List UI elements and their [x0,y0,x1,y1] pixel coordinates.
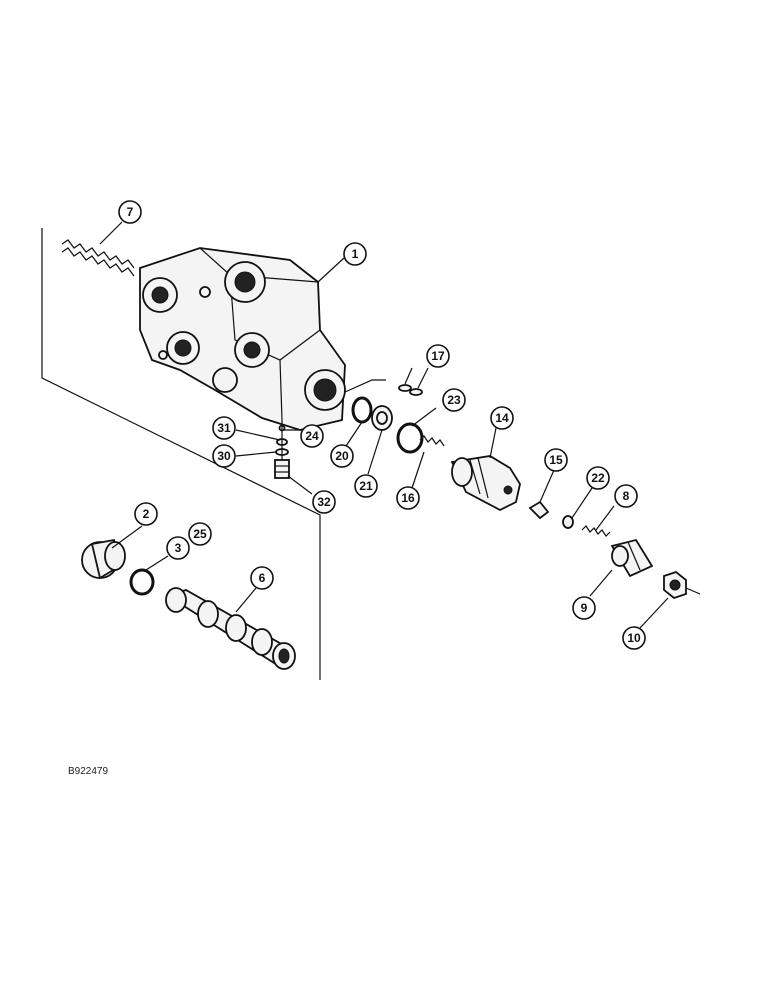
callout-bubble [442,388,466,412]
callout-9: 9 [572,596,596,620]
callout-bubble [490,406,514,430]
locknut-part-10 [663,570,701,600]
drawing-id-label: B922479 [68,766,109,777]
callout-label: 2 [143,507,150,521]
callout-label: 17 [431,349,445,363]
callout-label: 3 [175,541,182,555]
o-ring-part-3 [129,568,155,596]
leader-lines [99,221,669,629]
callout-bubble [166,536,190,560]
callout-8: 8 [614,484,638,508]
callout-23: 23 [442,388,466,412]
callout-bubble [572,596,596,620]
pins-part-17 [398,384,423,396]
callout-31: 31 [212,416,236,440]
callout-16: 16 [396,486,420,510]
o-ring-part-23 [396,422,424,454]
o-ring-part-20 [351,396,373,424]
callout-label: 30 [217,449,231,463]
callout-bubble [134,502,158,526]
callout-label: 15 [549,453,563,467]
callout-22: 22 [586,466,610,490]
callout-10: 10 [622,626,646,650]
callout-bubble [118,200,142,224]
callout-label: 20 [335,449,349,463]
callout-label: 32 [317,495,331,509]
callout-24: 24 [300,424,324,448]
callout-label: 10 [627,631,641,645]
callout-bubble [396,486,420,510]
callout-bubble [586,466,610,490]
callout-6: 6 [250,566,274,590]
plug-part-32 [274,459,290,479]
adjuster-part-9 [610,538,654,578]
spool-part-6 [165,587,296,670]
callout-label: 21 [359,479,373,493]
callout-label: 1 [352,247,359,261]
callout-bubble [188,522,212,546]
callout-label: 8 [623,489,630,503]
callout-bubble [212,416,236,440]
callout-bubble [544,448,568,472]
callout-17: 17 [426,344,450,368]
callout-2: 2 [134,502,158,526]
callout-7: 7 [118,200,142,224]
spring-part-7 [61,239,135,277]
callout-label: 16 [401,491,415,505]
spring-part-8 [581,525,611,537]
callout-bubble [212,444,236,468]
callout-bubble [426,344,450,368]
callout-15: 15 [544,448,568,472]
callout-bubble [614,484,638,508]
small-seals-31-24-30 [275,420,289,470]
callout-label: 25 [193,527,207,541]
poppet-part-15 [528,500,550,520]
callout-25: 25 [188,522,212,546]
callout-label: 14 [495,411,509,425]
valve-body-part-1 [139,247,346,431]
assembly-outline [41,228,321,680]
callout-label: 7 [127,205,134,219]
callout-21: 21 [354,474,378,498]
spring-part-16 [419,435,445,447]
callout-label: 22 [591,471,605,485]
plug-part-2 [81,538,126,580]
callout-bubble [250,566,274,590]
callout-14: 14 [490,406,514,430]
cartridge-part-14 [450,455,521,512]
callout-bubble [343,242,367,266]
washer-part-22 [562,515,574,529]
callout-bubble [354,474,378,498]
callout-30: 30 [212,444,236,468]
callout-bubble [312,490,336,514]
callout-label: 31 [217,421,231,435]
callout-32: 32 [312,490,336,514]
callout-label: 6 [259,571,266,585]
callout-bubble [622,626,646,650]
callout-label: 9 [581,601,588,615]
callout-bubble [300,424,324,448]
callout-bubble [330,444,354,468]
callout-20: 20 [330,444,354,468]
callout-3: 3 [166,536,190,560]
callout-label: 23 [447,393,461,407]
callout-label: 24 [305,429,319,443]
callout-1: 1 [343,242,367,266]
